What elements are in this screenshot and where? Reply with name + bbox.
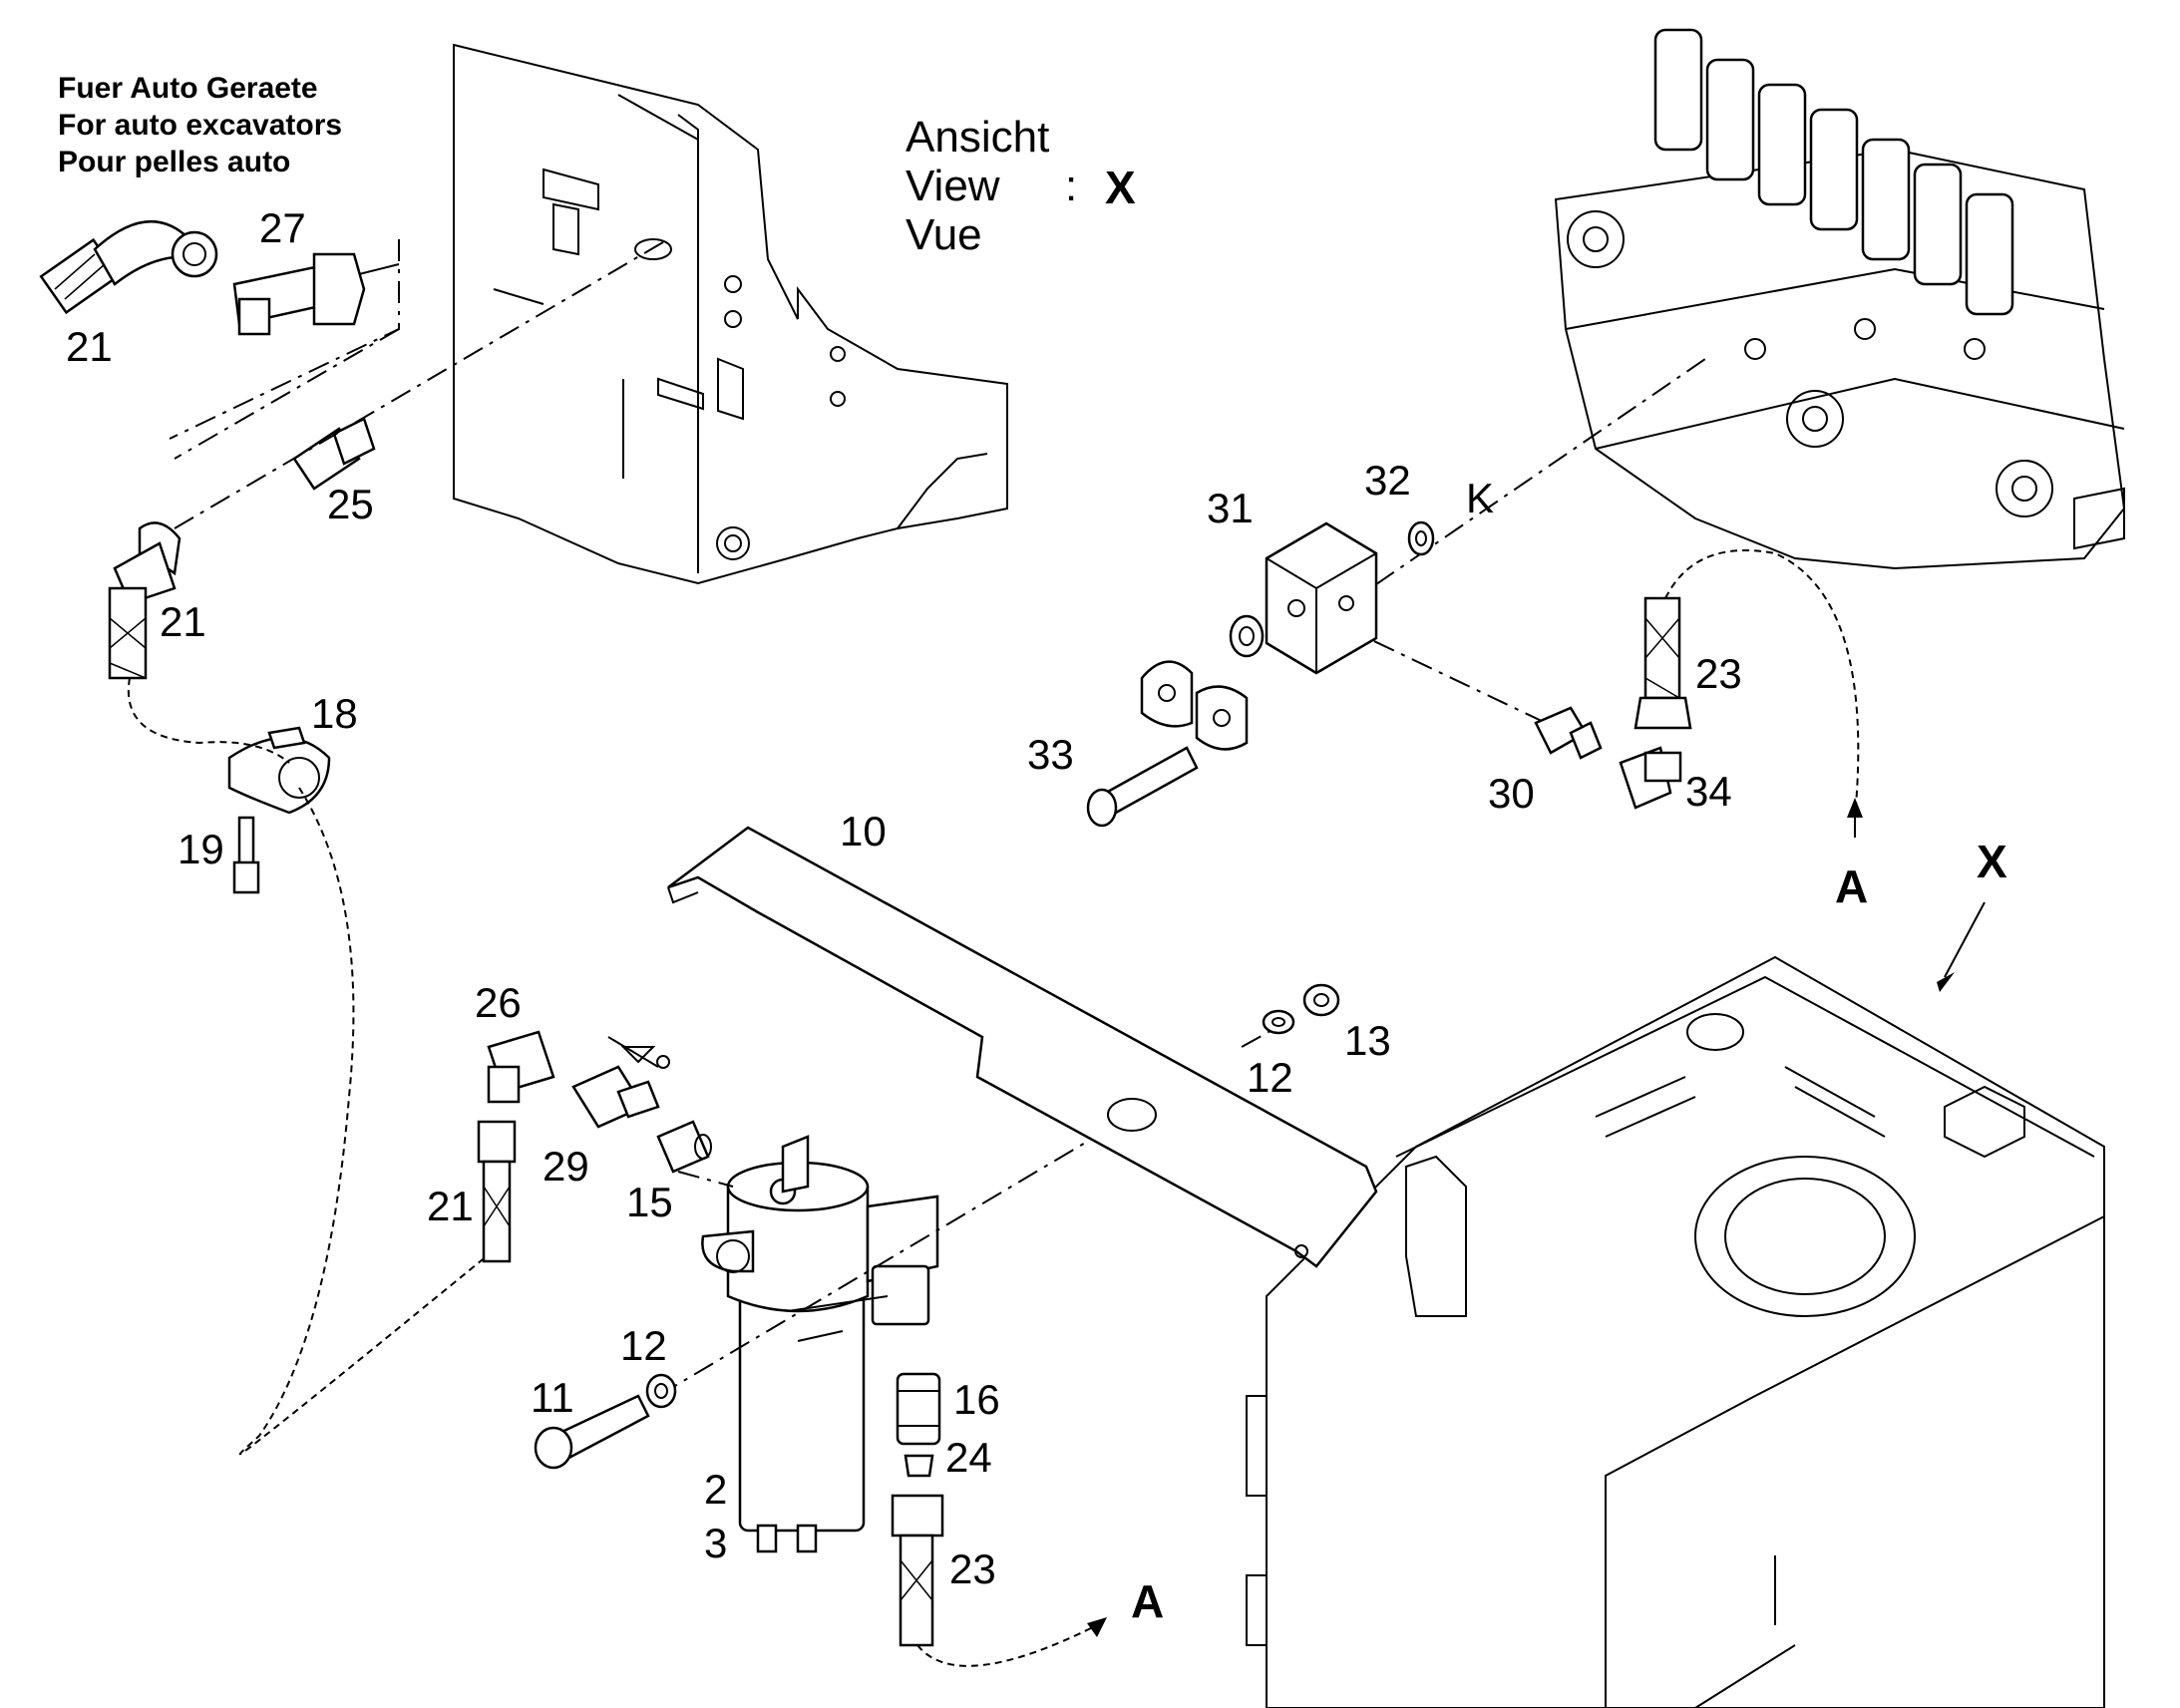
label-24: 24 [945, 1434, 992, 1481]
label-16: 16 [953, 1376, 1000, 1423]
view-separator: : [1065, 162, 1077, 210]
check-valve-29 [571, 1065, 660, 1129]
seal-ring-lower [1229, 614, 1265, 658]
label-10: 10 [840, 808, 887, 854]
view-line-1: Ansicht [906, 113, 1049, 162]
view-x-arrow-label: X [1977, 836, 2007, 887]
label-33: 33 [1027, 731, 1074, 778]
washer-12-low [645, 1373, 677, 1409]
label-19: 19 [178, 826, 224, 872]
cap-screw-33 [1086, 746, 1199, 828]
plug-15 [656, 1120, 712, 1174]
elbow-34 [1619, 746, 1682, 810]
upper-bracket-plate [453, 43, 1008, 585]
valve-spools [1653, 28, 2014, 316]
auto-excavator-note: Fuer Auto Geraete For auto excavators Po… [58, 72, 342, 178]
mounting-bracket [667, 826, 1378, 1268]
clamp-18 [227, 726, 331, 815]
hose-route-upper [127, 677, 290, 764]
view-x-arrow [1944, 901, 1986, 978]
label-26: 26 [475, 979, 522, 1026]
orifice-24 [904, 1454, 934, 1478]
centre-line-top [174, 238, 669, 529]
hose-21-mid [108, 521, 182, 680]
arrow-a-label-top: A [1835, 860, 1868, 912]
note-line-2: For auto excavators [58, 109, 342, 142]
label-32: 32 [1364, 457, 1411, 504]
view-line-3: Vue [906, 210, 982, 259]
note-line-3: Pour pelles auto [58, 146, 290, 178]
hose-23-low [891, 1494, 944, 1647]
label-31: 31 [1207, 485, 1254, 531]
view-line-2: View [906, 162, 1000, 210]
label-23-top: 23 [1695, 650, 1742, 697]
hose-21-low [477, 1120, 517, 1263]
arrow-a-label-bottom: A [1131, 1575, 1164, 1627]
label-11: 11 [531, 1374, 574, 1421]
adapter-25 [292, 417, 376, 491]
marker-k: K [1466, 475, 1494, 521]
hose-23-top [1634, 596, 1692, 730]
label-34: 34 [1685, 768, 1732, 815]
seal-ring-32 [1407, 520, 1435, 556]
screw-19 [232, 816, 260, 894]
hydraulic-tank [1246, 955, 2105, 1708]
centre-line-30 [1335, 622, 1547, 724]
washer-12-top [1262, 1009, 1295, 1035]
bolt-11 [534, 1394, 650, 1470]
adapter-16 [896, 1372, 941, 1446]
label-21-top: 21 [66, 323, 113, 370]
control-valve-block [1554, 28, 2126, 570]
label-15: 15 [626, 1179, 673, 1225]
hose-route-bottom [916, 1624, 1098, 1667]
manifold-block-31 [1265, 521, 1378, 675]
arrow-a-up [1847, 798, 1863, 818]
view-x-note: Ansicht View Vue : X [906, 113, 1136, 259]
label-29: 29 [543, 1143, 589, 1190]
arrow-a-right [1087, 1617, 1107, 1637]
label-13: 13 [1344, 1017, 1391, 1064]
label-21-low: 21 [427, 1183, 474, 1229]
label-12-low: 12 [620, 1322, 667, 1369]
centre-line-k [1340, 358, 1706, 609]
return-filter-assembly [701, 1135, 939, 1553]
view-letter: X [1105, 162, 1136, 213]
fitting-21-top [39, 219, 218, 315]
label-12-top: 12 [1247, 1054, 1293, 1101]
elbow-26 [487, 1030, 555, 1104]
label-3: 3 [704, 1520, 727, 1566]
flange-halves-33 [1140, 660, 1249, 751]
centre-line-15 [677, 1171, 734, 1188]
note-line-1: Fuer Auto Geraete [58, 72, 318, 105]
label-23-low: 23 [949, 1545, 996, 1592]
adapter-30 [1534, 706, 1603, 760]
label-18: 18 [311, 690, 358, 737]
nut-13 [1302, 983, 1340, 1017]
part-labels: 21 27 25 21 18 19 31 32 K 23 33 30 34 A … [66, 204, 2007, 1627]
label-25: 25 [327, 481, 374, 527]
tee-fitting-27 [232, 252, 400, 336]
check-valve-symbol [607, 1036, 670, 1069]
label-2: 2 [704, 1466, 727, 1513]
hose-route-lower [238, 787, 500, 1456]
label-21-mid: 21 [160, 598, 206, 645]
label-27: 27 [259, 204, 306, 251]
label-30: 30 [1488, 770, 1535, 817]
